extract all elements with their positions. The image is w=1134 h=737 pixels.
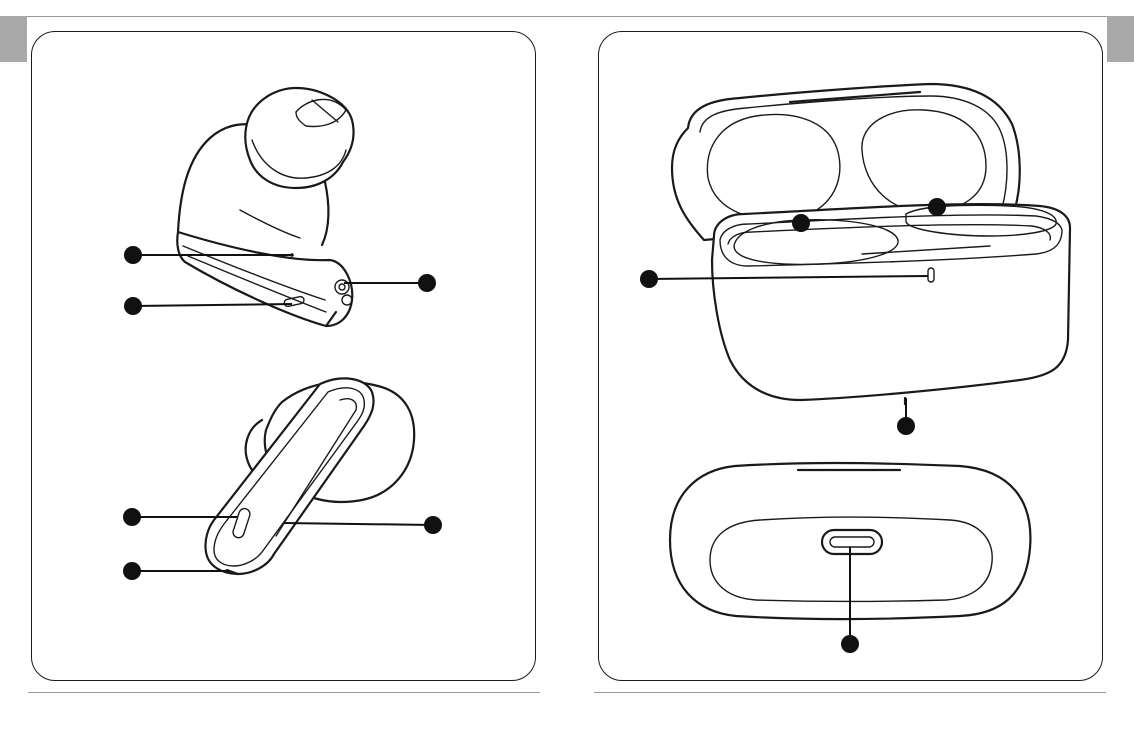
callout-dot-usb-c-port — [841, 635, 859, 653]
callout-dot-case-indicator — [640, 270, 658, 288]
callout-leader — [284, 523, 433, 525]
callout-dot-earbud-top-1 — [124, 246, 142, 264]
callout-dot-case-slot-left — [792, 214, 810, 232]
callout-dot-case-slot-right — [928, 198, 946, 216]
earbud-stem-view-illustration — [205, 378, 414, 574]
callout-dot-earbud-top-3 — [418, 274, 436, 292]
callout-dot-earbud-bottom-3 — [424, 516, 442, 534]
callout-dot-earbud-bottom-1 — [123, 508, 141, 526]
open-charging-case-illustration — [672, 84, 1070, 404]
callout-dot-earbud-top-2 — [124, 297, 142, 315]
earbud-side-view-illustration — [177, 88, 353, 326]
callout-dot-case-bottom — [897, 417, 915, 435]
callout-dot-earbud-bottom-2 — [123, 562, 141, 580]
